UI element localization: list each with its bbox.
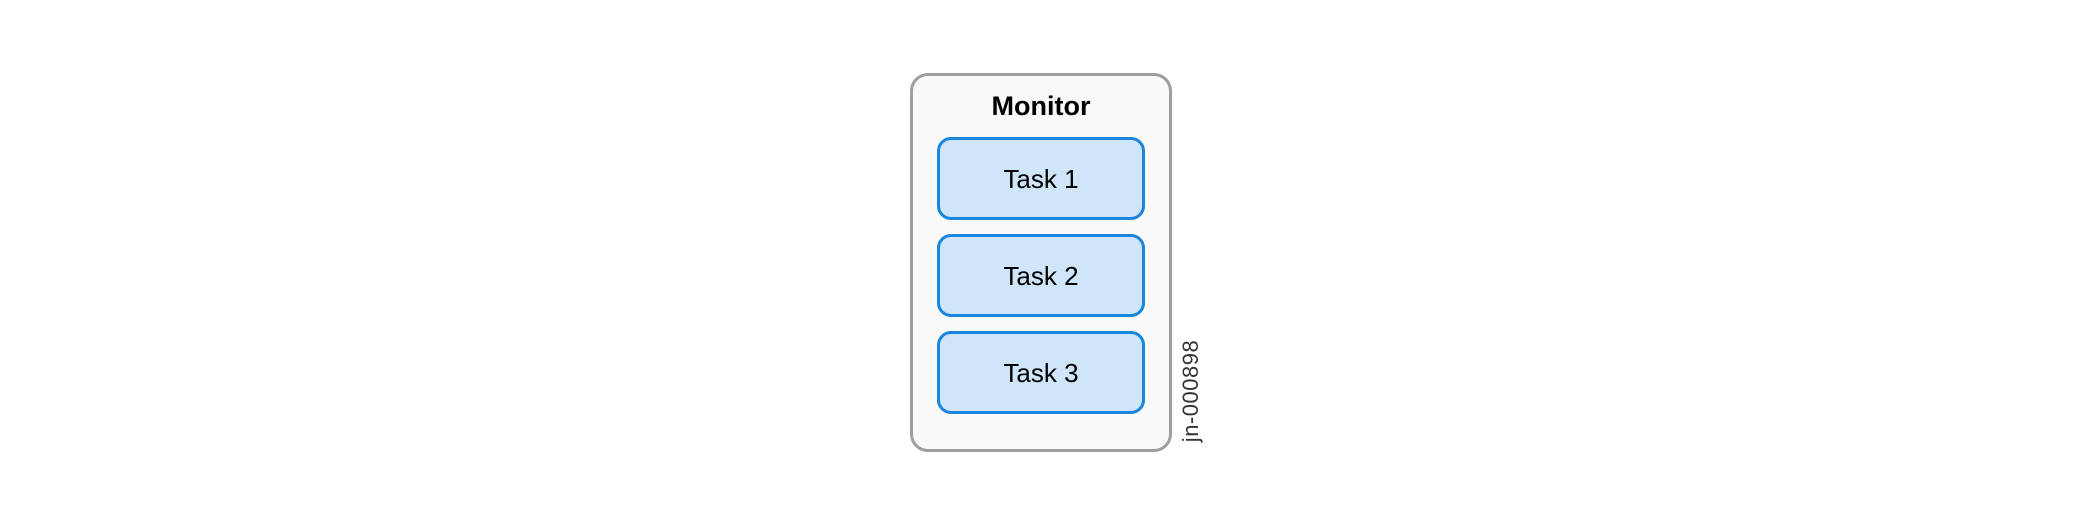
task-box-2: Task 2 (937, 234, 1145, 318)
task-box-2-label: Task 2 (1003, 260, 1079, 291)
task-box-3-label: Task 3 (1003, 357, 1079, 388)
task-list: Task 1 Task 2 Task 3 (937, 137, 1145, 415)
task-box-3: Task 3 (937, 331, 1145, 415)
figure-id-watermark: jn-000898 (1178, 325, 1204, 457)
task-box-1: Task 1 (937, 137, 1145, 221)
task-box-1-label: Task 1 (1003, 163, 1079, 194)
figure-id-watermark-label: jn-000898 (1178, 339, 1203, 443)
monitor-container: Monitor Task 1 Task 2 Task 3 (910, 73, 1172, 452)
monitor-title: Monitor (991, 91, 1091, 121)
